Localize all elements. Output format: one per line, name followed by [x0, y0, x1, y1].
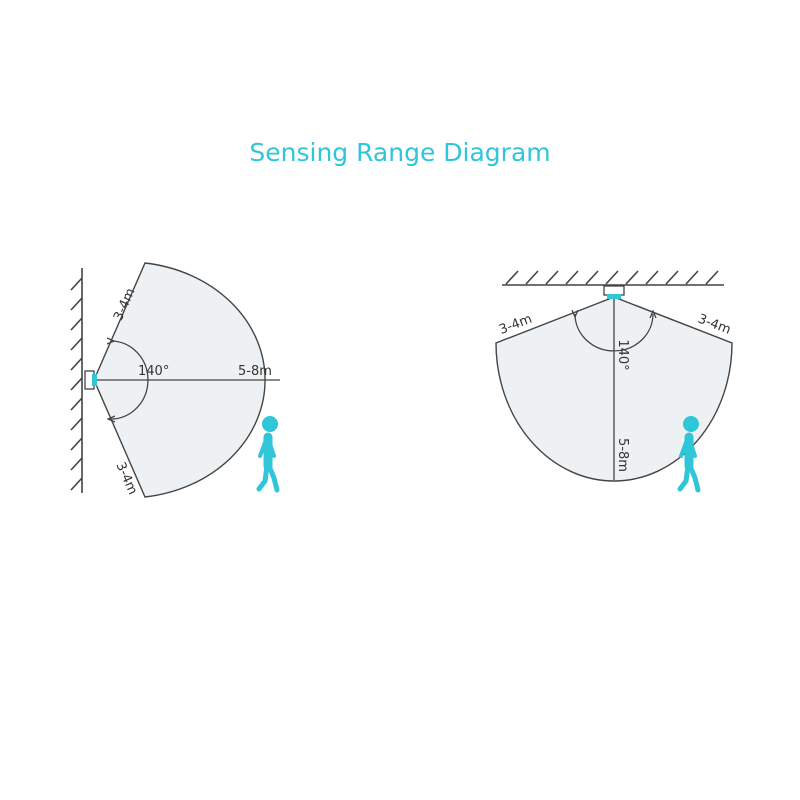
range-label-center: 5-8m: [238, 364, 272, 379]
sensor-housing: [603, 285, 625, 296]
wall-hatching: [70, 268, 83, 493]
range-label-center: 5-8m: [615, 438, 630, 472]
person-walking-icon: [256, 416, 280, 493]
ceiling-hatching: [502, 270, 724, 286]
diagram-title: Sensing Range Diagram: [249, 138, 551, 167]
angle-label: 140°: [615, 339, 630, 370]
wall-mount-diagram: 3-4m 140° 5-8m 3-4m: [70, 262, 280, 498]
angle-arc: [575, 314, 653, 352]
sensor-icon: [607, 294, 621, 299]
angle-label: 140°: [138, 364, 169, 379]
sensor-icon: [92, 374, 97, 386]
angle-arc: [111, 341, 149, 419]
ceiling-mount-diagram: 3-4m 3-4m 140° 5-8m: [495, 270, 733, 493]
person-walking-icon: [677, 416, 701, 493]
